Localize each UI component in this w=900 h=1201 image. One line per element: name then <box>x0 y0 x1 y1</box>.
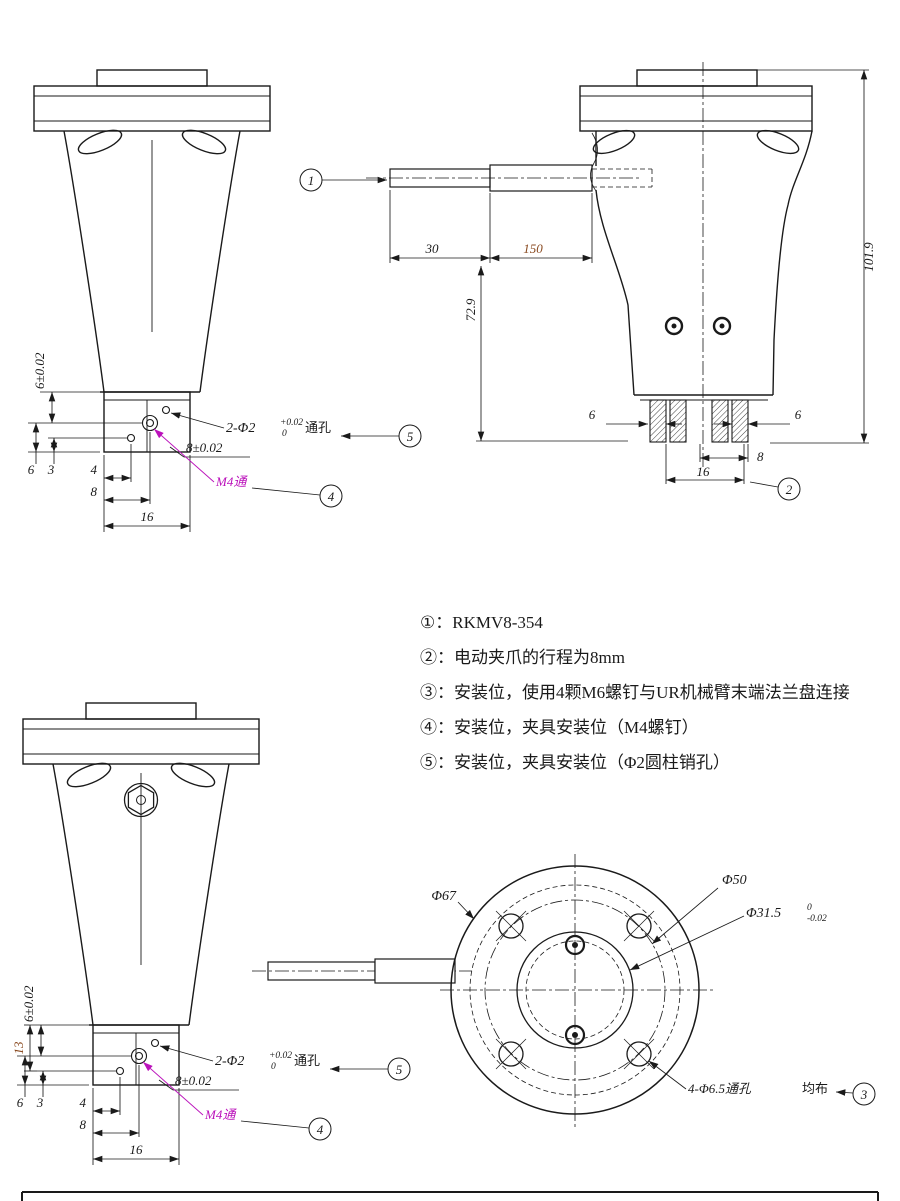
front-view-bottom <box>17 703 410 1165</box>
boss-circle <box>516 931 634 1049</box>
left-ear-slot <box>592 129 636 155</box>
dim-31-5-label: Φ31.5 <box>746 906 781 921</box>
stud-1 <box>649 399 667 443</box>
dim-13-label: 13 <box>11 1041 26 1055</box>
center-screw-top <box>564 934 586 956</box>
flange-plate <box>579 85 813 132</box>
bolt-hole <box>498 913 524 939</box>
flange-view: 3 Φ67 Φ50 Φ31.5 0 -0.02 4-Φ6.5通孔 均布 <box>252 854 876 1128</box>
bolt-hole <box>498 1041 524 1067</box>
flange-outer-circle <box>450 865 700 1115</box>
note-3: ③：安装位，使用4颗M6螺钉与UR机械臂末端法兰盘连接 <box>420 682 850 702</box>
notes-list: ①：RKMV8-354 ②：电动夹爪的行程为8mm ③：安装位，使用4颗M6螺钉… <box>420 613 850 772</box>
flange-hidden-circle <box>469 884 681 1096</box>
dim-16-label: 16 <box>697 464 711 479</box>
side-dimension-lines <box>322 69 869 488</box>
front-view-top <box>28 70 421 532</box>
bolt-circle <box>484 899 666 1081</box>
note-1: ①：RKMV8-354 <box>420 613 543 632</box>
callout-1-circle <box>299 168 323 192</box>
dim-67-label: Φ67 <box>431 889 457 904</box>
note-5: ⑤：安装位，夹具安装位（Φ2圆柱销孔） <box>420 753 730 772</box>
callout-2-number: 2 <box>786 482 793 497</box>
holes-suffix-label: 均布 <box>802 1081 828 1096</box>
dim-6-left-label: 6 <box>589 407 596 422</box>
rod-segment-2 <box>489 164 593 192</box>
bolt-hole <box>626 913 652 939</box>
callout-3-number: 3 <box>860 1087 868 1102</box>
break-line <box>590 132 598 192</box>
front-view-bottom-extras: 13 <box>11 782 159 1072</box>
dim-6-right-label: 6 <box>795 407 802 422</box>
stud-4 <box>731 399 749 443</box>
dim-150-label: 150 <box>523 241 543 256</box>
screw-hole-right <box>712 316 732 336</box>
body-right-profile <box>772 130 813 396</box>
boss-hidden-circle <box>525 940 625 1040</box>
dim-72-9-label: 72.9 <box>463 298 478 321</box>
body-left-profile-lower <box>595 189 635 396</box>
right-ear-slot <box>756 129 800 155</box>
stud-2 <box>669 399 687 443</box>
title-block-edge <box>21 1191 879 1201</box>
dim-8-label: 8 <box>757 449 764 464</box>
flange-leaders <box>457 887 854 1096</box>
center-screw-bottom <box>564 1024 586 1046</box>
callout-2-circle <box>777 477 801 501</box>
note-4: ④：安装位，夹具安装位（M4螺钉） <box>420 718 699 737</box>
side-view: 1 2 30 150 72.9 101.9 6 6 8 16 <box>299 62 876 501</box>
bolt-hole <box>626 1041 652 1067</box>
dim-31-5-tol-low: -0.02 <box>807 914 827 924</box>
holes-label: 4-Φ6.5通孔 <box>688 1081 752 1096</box>
hex-bolt-ring <box>123 782 159 818</box>
dim-50-label: Φ50 <box>722 873 747 888</box>
stud-3 <box>711 399 729 443</box>
screw-hole-left <box>664 316 684 336</box>
dim-30-label: 30 <box>425 241 440 256</box>
hex-bolt <box>127 784 155 816</box>
side-body <box>366 62 813 468</box>
hex-bolt-center <box>136 795 146 805</box>
top-boss <box>636 69 758 87</box>
dim-31-5-tol-up: 0 <box>807 903 812 913</box>
dim-101-9-label: 101.9 <box>861 242 876 272</box>
callout-1-number: 1 <box>308 173 315 188</box>
side-callouts <box>299 168 801 501</box>
note-2: ②：电动夹爪的行程为8mm <box>420 648 625 667</box>
callout-3-circle <box>852 1082 876 1106</box>
rod-segment-2 <box>374 958 456 984</box>
